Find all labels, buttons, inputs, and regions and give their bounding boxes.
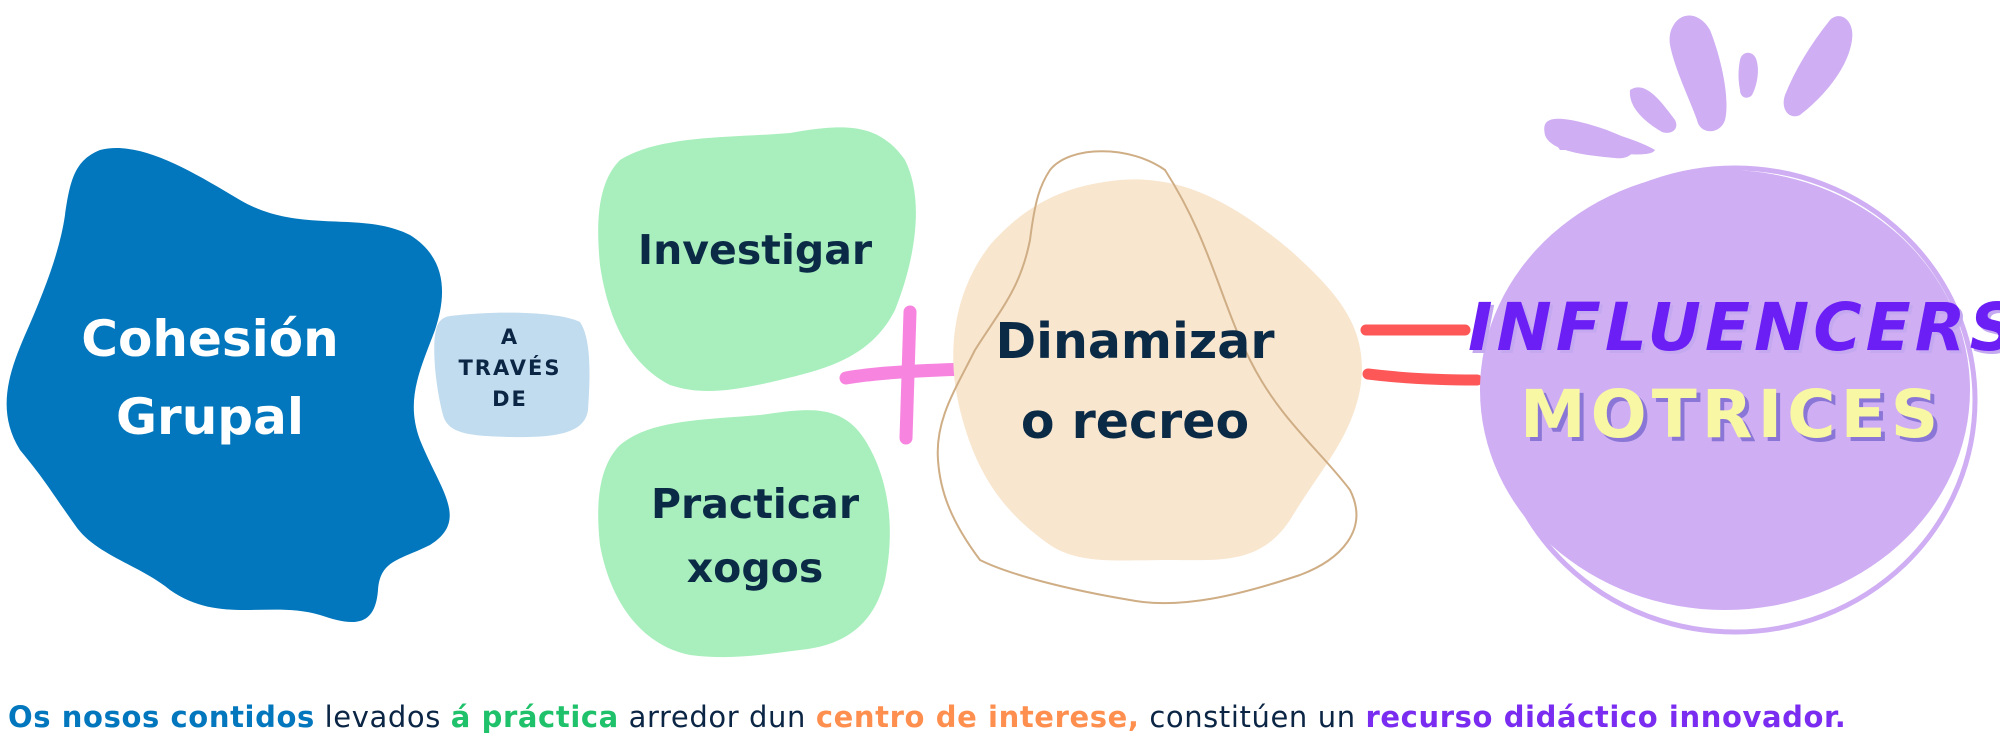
footer-part1: Os nosos contidos [8, 700, 315, 734]
cohesion-line1: Cohesión [81, 310, 339, 368]
dinamizar-label: Dinamizar o recreo [980, 302, 1290, 462]
influencers-title: INFLUENCERS [1468, 289, 2000, 366]
burst-decoration-icon [1544, 15, 1853, 159]
practicar-blob [598, 410, 890, 658]
connector-line2: TRAVÉS [458, 356, 562, 380]
connector-line1: A [500, 325, 520, 349]
investigar-label: Investigar [637, 226, 873, 274]
footer-part2: levados [314, 700, 451, 734]
practicar-line2: xogos [686, 544, 824, 592]
footer-part5: centro de interese, [815, 700, 1140, 734]
investigar-blob [598, 127, 916, 392]
dinamizar-line2: o recreo [1020, 393, 1250, 450]
dinamizar-outline [936, 150, 1358, 605]
dinamizar-blob [953, 179, 1362, 561]
cohesion-label: Cohesión Grupal [40, 300, 380, 456]
cohesion-line2: Grupal [116, 388, 304, 446]
connector-box [434, 312, 590, 438]
connector-line3: DE [492, 387, 528, 411]
connector-label: A TRAVÉS DE [432, 322, 588, 415]
result-circle-outline [1492, 165, 1978, 635]
cohesion-blob [6, 148, 450, 623]
dinamizar-line1: Dinamizar [995, 313, 1275, 370]
result-circle [1480, 170, 1970, 610]
motrices-title: MOTRICES [1520, 376, 1944, 453]
footer-part7: recurso didáctico innovador. [1365, 700, 1847, 734]
equals-sign-icon [1360, 324, 1483, 386]
practicar-line1: Practicar [650, 480, 860, 528]
footer-sentence: Os nosos contidos levados á práctica arr… [8, 700, 2000, 734]
footer-part3: á práctica [450, 700, 619, 734]
footer-part6: constitúen un [1139, 700, 1366, 734]
practicar-label: Practicar xogos [600, 472, 910, 600]
footer-part4: arredor dun [618, 700, 816, 734]
